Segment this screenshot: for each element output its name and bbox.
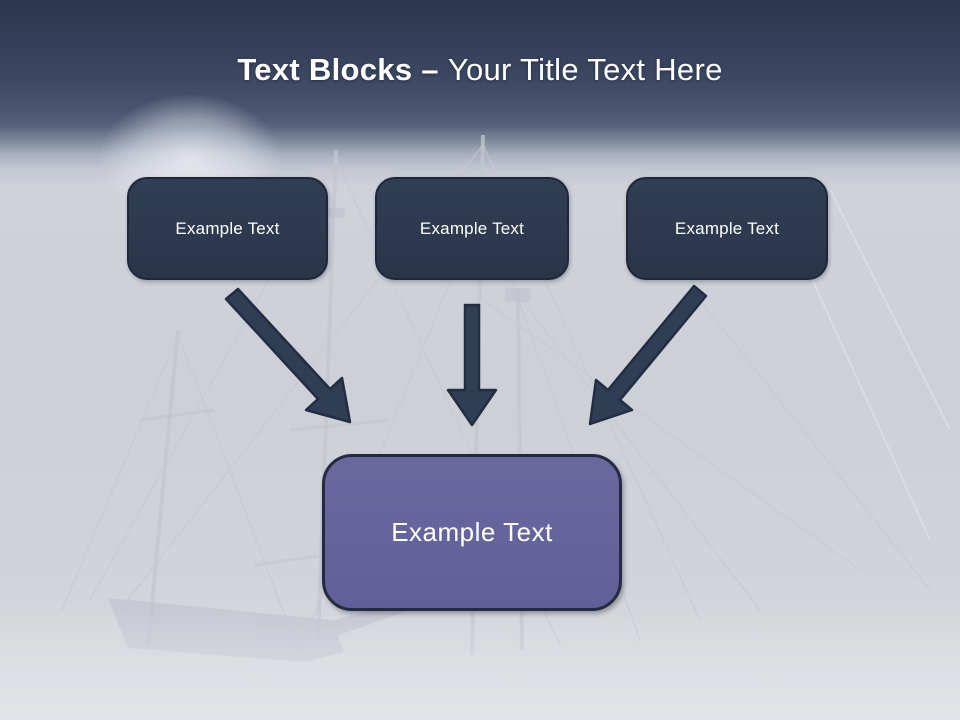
text-block-2-label: Example Text	[419, 218, 525, 238]
result-block-label: Example Text	[391, 517, 553, 547]
text-block-3: Example Text	[626, 177, 828, 280]
arrow-down-icon	[446, 303, 498, 427]
arrow-down-left-icon	[588, 284, 708, 426]
title-subtitle: Your Title Text Here	[447, 52, 723, 87]
slide-title: Text Blocks –Your Title Text Here	[0, 52, 960, 88]
title-emphasis: Text Blocks –	[237, 52, 439, 87]
text-block-1: Example Text	[127, 177, 328, 280]
arrow-down-right-icon	[224, 287, 352, 424]
fog-overlay	[0, 610, 960, 720]
text-block-2: Example Text	[375, 177, 569, 280]
result-block: Example Text	[322, 454, 622, 611]
text-block-1-label: Example Text	[175, 218, 280, 238]
text-block-3-label: Example Text	[674, 218, 780, 238]
